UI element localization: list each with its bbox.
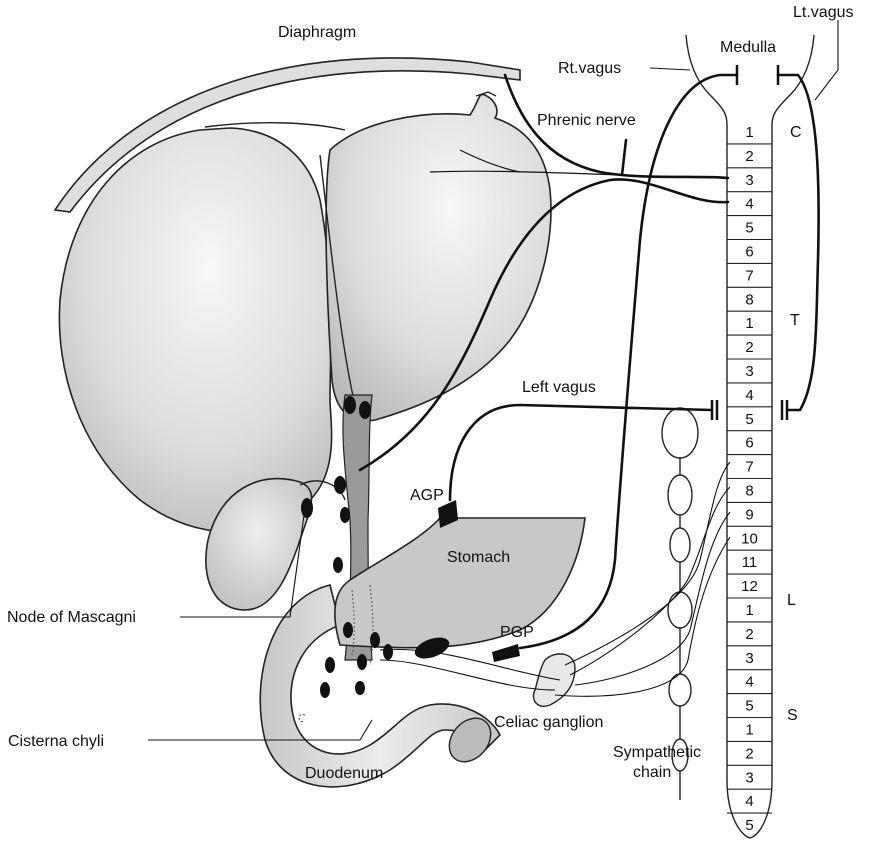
- label-pgp: PGP: [500, 624, 534, 641]
- spinal-segment-label: 7: [745, 267, 753, 284]
- spinal-segment-label: 8: [745, 291, 753, 308]
- label-phrenic-nerve: Phrenic nerve: [537, 112, 636, 129]
- region-label-c: C: [790, 124, 802, 141]
- label-agp: AGP: [410, 487, 444, 504]
- spinal-segment-label: 6: [745, 435, 753, 452]
- spinal-segment-label: 7: [745, 459, 753, 476]
- label-cisterna-chyli: Cisterna chyli: [8, 733, 104, 750]
- spinal-segment-label: 2: [745, 745, 753, 762]
- region-label-l: L: [787, 592, 796, 609]
- label-lt-vagus: Lt.vagus: [793, 4, 853, 21]
- spinal-segment-label: 5: [745, 220, 753, 237]
- spinal-segment-label: 3: [745, 769, 753, 786]
- spinal-segment-label: 4: [745, 196, 753, 213]
- spinal-segment-label: 5: [745, 411, 753, 428]
- liver-right-lobe: [59, 128, 331, 532]
- label-stomach: Stomach: [447, 549, 510, 566]
- spinal-segment-label: 9: [745, 506, 753, 523]
- celiac-ganglion: [533, 654, 575, 706]
- spinal-segment-label: 3: [745, 363, 753, 380]
- spinal-segment-label: 8: [745, 482, 753, 499]
- spinal-segment-label: 4: [745, 674, 753, 691]
- spinal-segment-label: 2: [745, 626, 753, 643]
- spinal-segment-label: 12: [741, 578, 758, 595]
- spinal-segment-label: 5: [745, 817, 753, 834]
- spinal-segment-label: 3: [745, 650, 753, 667]
- stomach: [335, 518, 585, 648]
- spinal-segment-label: 3: [745, 172, 753, 189]
- spinal-segment-label: 1: [745, 721, 753, 738]
- label-node-of-mascagni: Node of Mascagni: [7, 609, 136, 626]
- spinal-segment-label: 5: [745, 698, 753, 715]
- label-rt-vagus: Rt.vagus: [558, 60, 621, 77]
- label-celiac-ganglion: Celiac ganglion: [494, 714, 603, 731]
- spinal-segment-label: 2: [745, 148, 753, 165]
- cisterna-chyli-marker: [299, 714, 305, 722]
- pgp-ganglion: [492, 644, 520, 662]
- phrenic-descending: [622, 140, 626, 175]
- spinal-segment-label: 11: [742, 554, 758, 571]
- region-label-t: T: [790, 312, 800, 329]
- spinal-segment-label: 10: [741, 530, 758, 547]
- liver-left-lobe: [326, 94, 551, 421]
- spinal-segment-label: 2: [745, 339, 753, 356]
- spinal-segment-label: 1: [745, 124, 753, 141]
- spinal-segment-label: 4: [745, 387, 753, 404]
- label-duodenum: Duodenum: [305, 765, 383, 782]
- label-medulla: Medulla: [720, 39, 776, 56]
- region-label-s: S: [787, 707, 798, 724]
- label-left-vagus: Left vagus: [522, 379, 596, 396]
- spinal-segment-label: 6: [745, 243, 753, 260]
- label-sympathetic: Sympathetic: [613, 744, 701, 761]
- spinal-segment-label: 1: [745, 602, 753, 619]
- label-chain: chain: [633, 764, 671, 781]
- spinal-segment-label: 1: [745, 315, 753, 332]
- label-diaphragm: Diaphragm: [278, 24, 356, 41]
- spinal-segment-label: 4: [745, 793, 753, 810]
